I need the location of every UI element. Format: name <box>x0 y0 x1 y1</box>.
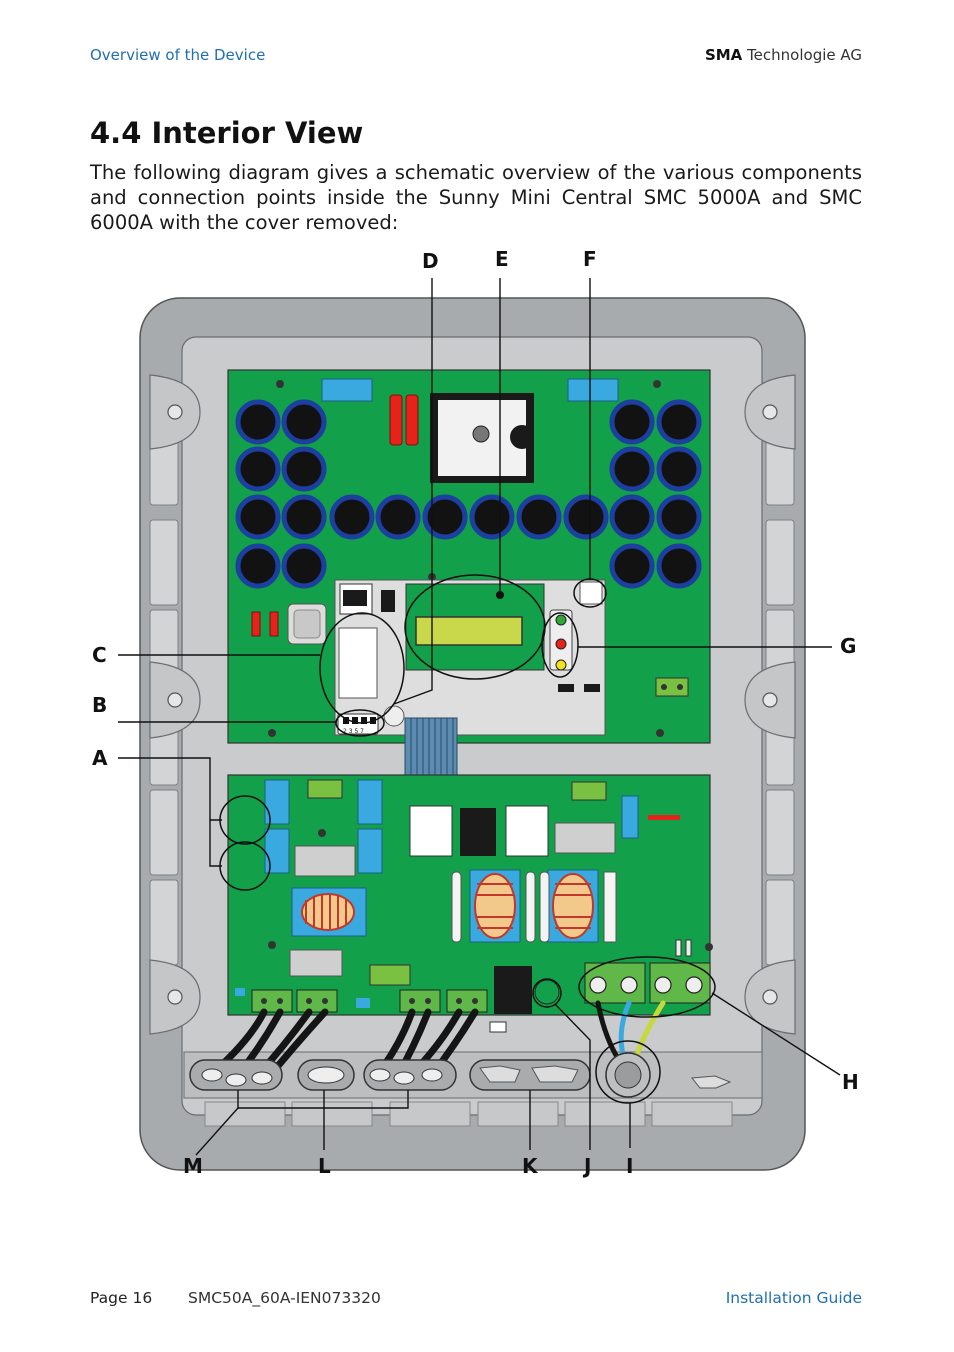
upper-circuit-board: 2 3 5 7 <box>227 369 711 744</box>
label-e: E <box>495 247 509 271</box>
label-c: C <box>92 643 107 667</box>
connector-pin-numbers: 2 3 5 7 <box>343 728 364 735</box>
header-section: Overview of the Device <box>90 46 266 64</box>
label-b: B <box>92 693 107 717</box>
highlight-circles <box>219 574 716 1104</box>
label-a: A <box>92 746 108 770</box>
header-company: SMA Technologie AG <box>705 46 862 64</box>
section-title: 4.4 Interior View <box>90 116 364 150</box>
leader-lines <box>118 278 841 1156</box>
footer-guide-title: Installation Guide <box>725 1289 862 1307</box>
label-k: K <box>522 1154 539 1178</box>
label-d: D <box>422 249 439 273</box>
footer-document-id: SMC50A_60A-IEN073320 <box>188 1289 381 1307</box>
label-i: I <box>626 1154 633 1178</box>
header-company-name: Technologie AG <box>747 46 862 64</box>
label-g: G <box>840 634 856 658</box>
label-j: J <box>582 1154 591 1178</box>
label-m: M <box>183 1154 203 1178</box>
label-l: L <box>318 1154 331 1178</box>
cable-glands <box>189 1021 732 1098</box>
component-labels: A B C D E F G H I J K L M <box>92 247 859 1178</box>
lower-circuit-board <box>227 774 713 1016</box>
intro-paragraph: The following diagram gives a schematic … <box>90 161 862 234</box>
footer-page-number: Page 16 <box>90 1289 153 1307</box>
label-f: F <box>583 247 597 271</box>
label-h: H <box>842 1070 859 1094</box>
header-brand: SMA <box>704 46 743 64</box>
